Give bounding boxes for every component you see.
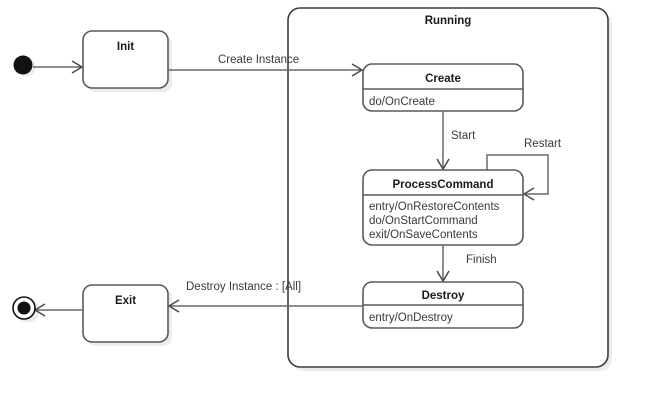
state-processcommand[interactable]: ProcessCommand entry/OnRestoreContents d…	[362, 169, 524, 246]
arrow-head-icon	[436, 158, 450, 171]
transition-label-create-instance: Create Instance	[218, 54, 299, 66]
processcommand-title: ProcessCommand	[393, 179, 494, 191]
transition-label-destroy-instance: Destroy Instance : [All]	[186, 281, 301, 293]
final-node-inner-icon	[17, 301, 31, 315]
state-init[interactable]: Init	[82, 30, 169, 89]
transition-init-to-create[interactable]: Create Instance	[168, 54, 364, 77]
arrow-head-icon	[167, 299, 180, 313]
transition-processcommand-to-destroy[interactable]: Finish	[436, 245, 497, 283]
transition-destroy-to-exit[interactable]: Destroy Instance : [All]	[167, 281, 363, 313]
processcommand-activity-2: exit/OnSaveContents	[369, 229, 478, 241]
state-destroy[interactable]: Destroy entry/OnDestroy	[362, 281, 524, 329]
transition-initial-to-init[interactable]	[33, 60, 84, 74]
initial-pseudostate[interactable]	[13, 55, 33, 75]
destroy-title: Destroy	[422, 290, 465, 302]
transition-exit-to-final[interactable]	[33, 303, 83, 317]
processcommand-activity-0: entry/OnRestoreContents	[369, 201, 500, 213]
transition-label-start: Start	[451, 130, 476, 142]
initial-node-icon[interactable]	[13, 55, 33, 75]
transition-processcommand-self-restart[interactable]: Restart	[486, 138, 562, 201]
state-exit[interactable]: Exit	[82, 284, 169, 343]
exit-box[interactable]	[82, 284, 169, 343]
create-title: Create	[425, 73, 461, 85]
transition-create-to-processcommand[interactable]: Start	[436, 111, 476, 171]
final-state[interactable]	[12, 296, 36, 320]
processcommand-activity-1: do/OnStartCommand	[369, 215, 478, 227]
arrow-head-icon	[436, 270, 450, 283]
transition-line[interactable]	[486, 154, 549, 195]
init-title: Init	[117, 41, 134, 53]
create-activity-0: do/OnCreate	[369, 96, 435, 108]
init-box[interactable]	[82, 30, 169, 89]
destroy-activity-0: entry/OnDestroy	[369, 312, 453, 324]
exit-title: Exit	[115, 295, 136, 307]
arrow-head-icon	[522, 187, 535, 201]
transition-label-restart: Restart	[524, 138, 562, 150]
transition-label-finish: Finish	[466, 254, 497, 266]
arrow-head-icon	[71, 60, 84, 74]
arrow-head-icon	[351, 63, 364, 77]
running-title: Running	[425, 15, 472, 27]
state-create[interactable]: Create do/OnCreate	[362, 63, 524, 112]
